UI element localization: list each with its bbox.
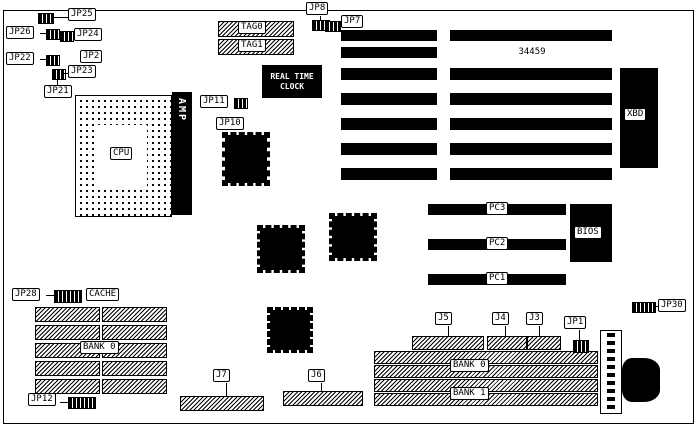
cache-socket xyxy=(102,379,167,394)
j4-label: J4 xyxy=(492,312,509,325)
rtc-label-line1: REAL TIME xyxy=(270,71,314,81)
power-connector xyxy=(600,330,622,414)
board-part-number: 34459 xyxy=(518,47,546,57)
board-outline xyxy=(3,10,694,424)
xbd-label: XBD xyxy=(624,108,647,121)
jp23-label: JP23 xyxy=(68,65,96,78)
tag0-label: TAG0 xyxy=(238,21,266,34)
rtc-label-line2: CLOCK xyxy=(279,81,305,91)
isa-slot-right-5 xyxy=(450,118,612,130)
jp22-label: JP22 xyxy=(6,52,34,65)
amp-module xyxy=(172,92,192,215)
cache-label: CACHE xyxy=(86,288,120,301)
isa-slot-right-3 xyxy=(450,68,612,80)
tag1-label: TAG1 xyxy=(238,39,266,52)
cache-socket xyxy=(35,325,100,340)
jp22-jumper xyxy=(46,55,60,66)
jp1-label: JP1 xyxy=(564,316,587,329)
j5-label: J5 xyxy=(435,312,452,325)
qfp-chip-4 xyxy=(267,307,313,353)
cpu-label: CPU xyxy=(110,147,133,160)
isa-slot-left-2 xyxy=(341,47,437,58)
jp26-leader-line xyxy=(40,33,46,34)
isa-slot-left-1 xyxy=(341,30,437,41)
j4-leader-line xyxy=(505,326,506,336)
jp24-jumper xyxy=(60,31,74,42)
j3-connector xyxy=(527,336,561,350)
jp10-label: JP10 xyxy=(216,117,244,130)
keyboard-connector xyxy=(622,358,660,402)
j6-leader-line xyxy=(321,383,322,391)
cache-socket xyxy=(102,307,167,322)
jp25-label: JP25 xyxy=(68,8,96,21)
jp1-jumper xyxy=(573,340,589,353)
jp23-jumper xyxy=(52,69,66,80)
jp12-jumper xyxy=(68,397,96,409)
jp8-leader-line xyxy=(320,16,321,20)
jp25-leader-line xyxy=(52,17,68,18)
qfp-chip-3 xyxy=(329,213,377,261)
j6-label: J6 xyxy=(308,369,325,382)
j6-connector xyxy=(283,391,363,406)
jp11-label: JP11 xyxy=(200,95,228,108)
cache-socket xyxy=(35,379,100,394)
j5-leader-line xyxy=(448,326,449,336)
isa-slot-left-3 xyxy=(341,68,437,80)
isa-slot-right-6 xyxy=(450,143,612,155)
jp8-label: JP8 xyxy=(306,2,329,15)
jp26-jumper xyxy=(46,29,60,40)
isa-slot-right-4 xyxy=(450,93,612,105)
cache-bank0-label: BANK 0 xyxy=(80,341,119,354)
j3-label: J3 xyxy=(526,312,543,325)
simm-bank0-label: BANK 0 xyxy=(450,359,489,372)
jp25-jumper xyxy=(38,13,54,24)
pc2-label: PC2 xyxy=(486,237,509,250)
jp1-leader-line xyxy=(579,330,580,340)
cache-socket xyxy=(102,361,167,376)
j7-connector xyxy=(180,396,264,411)
simm-bank1-label: BANK 1 xyxy=(450,387,489,400)
jp11-jumper xyxy=(234,98,248,109)
jp30-label: JP30 xyxy=(658,299,686,312)
jp22-leader-line xyxy=(40,59,46,60)
jp7-label: JP7 xyxy=(341,15,364,28)
jp28-jumper xyxy=(54,290,82,303)
j5-connector xyxy=(412,336,484,350)
pc3-label: PC3 xyxy=(486,202,509,215)
isa-slot-left-7 xyxy=(341,168,437,180)
cache-socket xyxy=(35,307,100,322)
jp26-label: JP26 xyxy=(6,26,34,39)
qfp-chip-1 xyxy=(222,132,270,186)
j3-leader-line xyxy=(539,326,540,336)
jp21-leader-line xyxy=(57,78,58,85)
jp12-label: JP12 xyxy=(28,393,56,406)
qfp-chip-2 xyxy=(257,225,305,273)
jp23-leader-line xyxy=(64,73,68,74)
cache-socket xyxy=(102,325,167,340)
isa-slot-left-6 xyxy=(341,143,437,155)
pc1-label: PC1 xyxy=(486,272,509,285)
jp30-jumper xyxy=(632,302,656,313)
bios-label: BIOS xyxy=(574,226,602,239)
jp21-label: JP21 xyxy=(44,85,72,98)
jp12-leader-line xyxy=(60,402,68,403)
jp7-jumper xyxy=(325,21,341,32)
real-time-clock-chip: REAL TIME CLOCK xyxy=(262,65,322,98)
isa-slot-right-1 xyxy=(450,30,612,41)
jp28-leader-line xyxy=(46,295,54,296)
amp-label: AMP xyxy=(176,98,187,123)
cache-socket xyxy=(35,361,100,376)
isa-slot-right-7 xyxy=(450,168,612,180)
j7-label: J7 xyxy=(213,369,230,382)
jp30-leader-line xyxy=(654,306,658,307)
j4-connector xyxy=(487,336,527,350)
j7-leader-line xyxy=(226,383,227,396)
isa-slot-left-5 xyxy=(341,118,437,130)
jp24-label: JP24 xyxy=(74,28,102,41)
jp28-label: JP28 xyxy=(12,288,40,301)
isa-slot-left-4 xyxy=(341,93,437,105)
jp2-label: JP2 xyxy=(80,50,103,63)
